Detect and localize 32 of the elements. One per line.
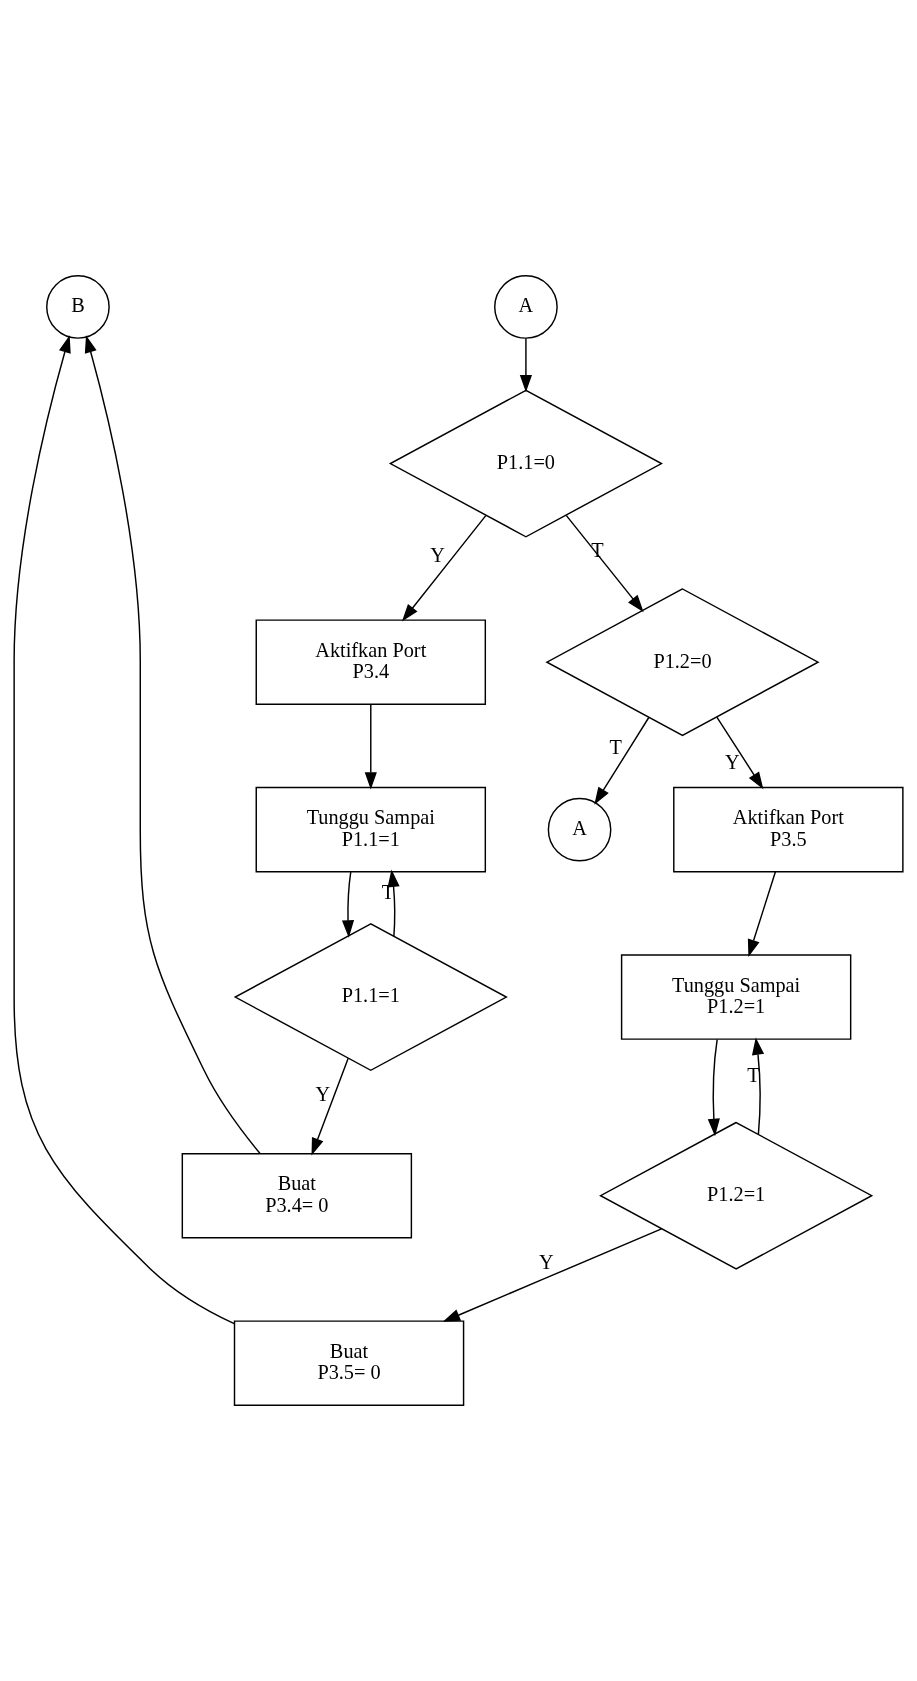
arrow — [565, 514, 644, 613]
arrow — [747, 871, 777, 957]
node-diamond: P1.2=1 — [599, 1121, 874, 1270]
node-box: Buat P3.5= 0 — [233, 1320, 465, 1406]
arrow — [716, 716, 764, 790]
arrow — [401, 514, 487, 622]
node-circle: B — [46, 275, 110, 339]
arrow — [442, 1228, 663, 1322]
node-diamond: P1.1=0 — [388, 389, 663, 538]
node-box: Aktifkan Port P3.4 — [255, 619, 487, 705]
edge-label: Y — [315, 1082, 331, 1105]
node-diamond: P1.1=1 — [233, 923, 508, 1072]
node-box: Tunggu Sampai P1.1=1 — [255, 786, 487, 873]
node-circle: A — [547, 797, 612, 862]
node-box: Tunggu Sampai P1.2=1 — [620, 954, 852, 1040]
edge-label: Y — [725, 750, 740, 773]
arrow — [84, 335, 261, 1155]
arrow — [13, 335, 235, 1325]
arrow — [519, 337, 532, 393]
arrow — [707, 1038, 720, 1137]
node-circle: A — [494, 275, 558, 339]
arrow — [364, 703, 377, 790]
edge-label: Y — [430, 543, 445, 566]
edge-label: Y — [538, 1251, 554, 1274]
edge-label: T — [609, 736, 622, 759]
node-box: Aktifkan Port P3.5 — [673, 786, 904, 873]
arrow — [311, 1057, 349, 1156]
node-box: Buat P3.4= 0 — [181, 1152, 413, 1239]
arrow — [594, 716, 650, 805]
node-diamond: P1.2=0 — [545, 588, 820, 737]
arrow — [387, 869, 400, 937]
arrow — [341, 871, 355, 938]
